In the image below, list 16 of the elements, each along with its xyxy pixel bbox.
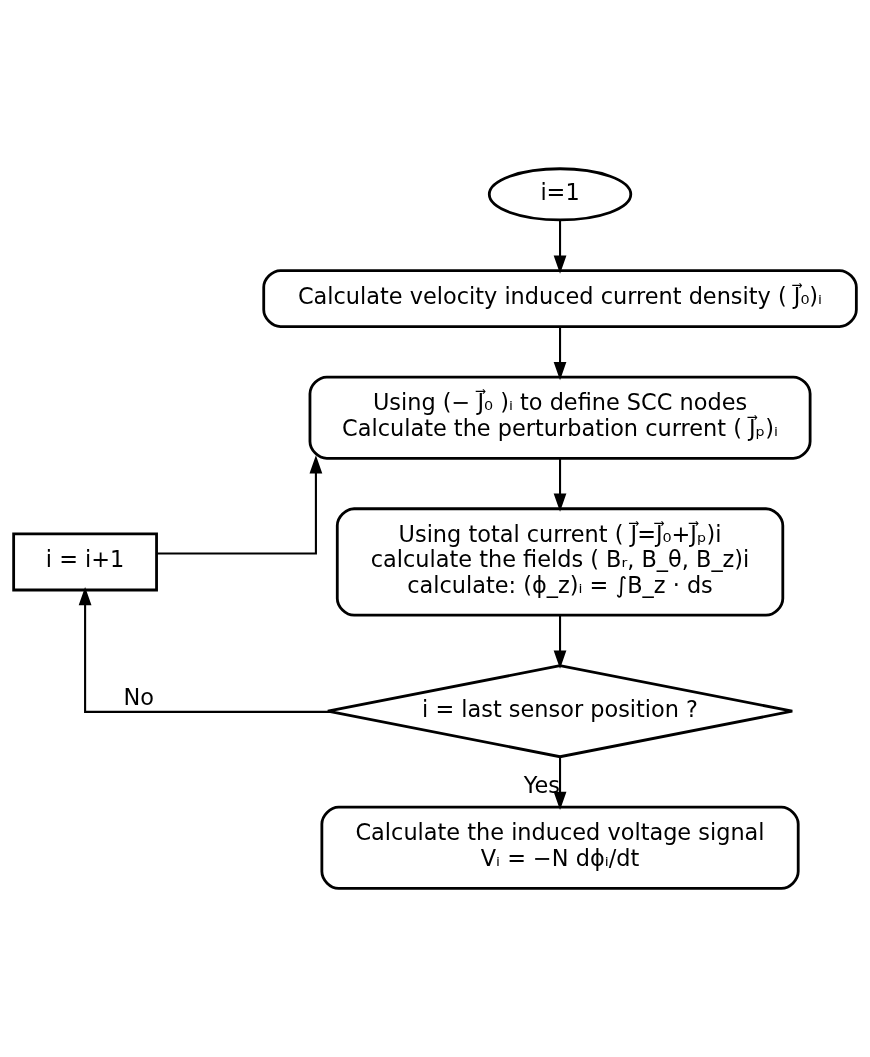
arrow xyxy=(553,220,567,274)
node-ellipse: i=1 xyxy=(487,167,633,222)
arrow xyxy=(553,326,567,381)
node-box: Calculate the induced voltage signal Vᵢ = −N dϕᵢ/dt xyxy=(320,805,800,890)
arrow xyxy=(553,757,567,811)
node-box: Using (− J⃗₀ )ᵢ to define SCC nodes Calculate the perturbation current ( J⃗ₚ)ᵢ xyxy=(308,375,812,460)
arrow xyxy=(553,458,567,512)
node-box: Calculate velocity induced current density ( J⃗₀)ᵢ xyxy=(262,269,858,328)
arrow xyxy=(78,587,331,713)
node-diamond: i = last sensor position ? xyxy=(326,664,794,759)
node-box: Using total current ( J⃗=J⃗₀+J⃗ₚ)i calculate the fields ( Bᵣ, B_θ, B_z)i calculate: (ϕ_z)ᵢ = ∫B_z · ds xyxy=(335,507,785,617)
edge-label: Yes xyxy=(523,771,560,798)
arrow xyxy=(156,455,323,555)
arrow xyxy=(553,615,567,669)
node-box: i = i+1 xyxy=(12,532,158,592)
edge-label: No xyxy=(123,683,154,710)
